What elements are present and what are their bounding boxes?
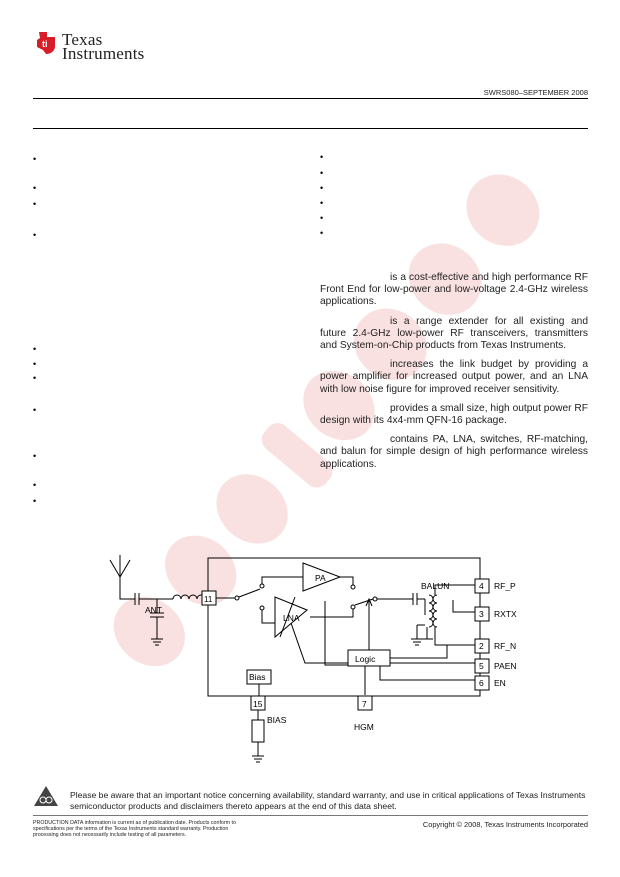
- application-bullet: •: [33, 359, 37, 369]
- pin-name: EN: [494, 678, 506, 688]
- feature-bullet: •: [33, 154, 37, 164]
- pin-name: RXTX: [494, 609, 517, 619]
- pa-label: PA: [315, 573, 326, 583]
- logic-label: Logic: [355, 654, 376, 664]
- feature-bullet: •: [320, 168, 324, 178]
- ant-label: ANT: [145, 605, 162, 615]
- desc-para-1: is a cost-effective and high performance…: [320, 272, 588, 308]
- ti-logo: ti: [33, 30, 59, 61]
- feature-bullet: •: [320, 198, 324, 208]
- application-bullet: •: [33, 373, 37, 383]
- pin-num: 6: [479, 678, 484, 688]
- pin-name: PAEN: [494, 661, 517, 671]
- desc-para-2: is a range extender for all existing and…: [320, 315, 588, 352]
- bias-label: BIAS: [267, 715, 287, 725]
- pin-bias: 15: [253, 699, 263, 709]
- copyright: Copyright © 2008, Texas Instruments Inco…: [422, 820, 588, 829]
- description: is a cost-effective and high performance…: [320, 272, 588, 471]
- application-bullet: •: [33, 344, 37, 354]
- header-rule-bottom: [33, 128, 588, 129]
- pin-num: 5: [479, 661, 484, 671]
- pin-name: RF_N: [494, 641, 516, 651]
- feature-bullet: •: [320, 228, 324, 238]
- production-data-note: PRODUCTION DATA information is current a…: [33, 820, 236, 838]
- balun-label: BALUN: [421, 581, 449, 591]
- desc-para-3: increases the link budget by providing a…: [320, 359, 588, 395]
- lna-label: LNA: [283, 613, 300, 623]
- doc-id: SWRS080–SEPTEMBER 2008: [483, 88, 588, 97]
- application-bullet: •: [33, 451, 37, 461]
- brand-name: Texas Instruments: [62, 30, 145, 63]
- bias-block-label: Bias: [249, 672, 266, 682]
- warning-icon: [34, 786, 58, 806]
- pin-hgm: 7: [362, 699, 367, 709]
- desc-para-5: contains PA, LNA, switches, RF-matching,…: [320, 434, 588, 470]
- hgm-label: HGM: [354, 722, 374, 732]
- ti-logo-icon: ti: [37, 32, 55, 54]
- pin-name: RF_P: [494, 581, 516, 591]
- svg-text:ti: ti: [42, 39, 48, 49]
- application-bullet: •: [33, 496, 37, 506]
- antenna-icon: [109, 555, 131, 578]
- feature-bullet: •: [33, 183, 37, 193]
- feature-bullet: •: [33, 230, 37, 240]
- desc-para-4: provides a small size, high output power…: [320, 402, 588, 427]
- brand-line2: Instruments: [62, 44, 145, 63]
- block-diagram: ANT 11 PA LNA BALUN Logic Bias 15 BIAS 7…: [109, 555, 517, 763]
- feature-bullet: •: [33, 199, 37, 209]
- footer-rule: [33, 815, 588, 816]
- feature-bullet: •: [320, 213, 324, 223]
- header-rule-top: [33, 98, 588, 99]
- pin-num: 2: [479, 641, 484, 651]
- application-bullet: •: [33, 405, 37, 415]
- feature-bullet: •: [320, 183, 324, 193]
- pin-num: 3: [479, 609, 484, 619]
- brand-line1: Texas: [62, 30, 103, 49]
- pin-num: 4: [479, 581, 484, 591]
- important-notice: Please be aware that an important notice…: [70, 790, 586, 811]
- feature-bullet: •: [320, 152, 324, 162]
- pin-ant: 11: [204, 595, 213, 604]
- application-bullet: •: [33, 480, 37, 490]
